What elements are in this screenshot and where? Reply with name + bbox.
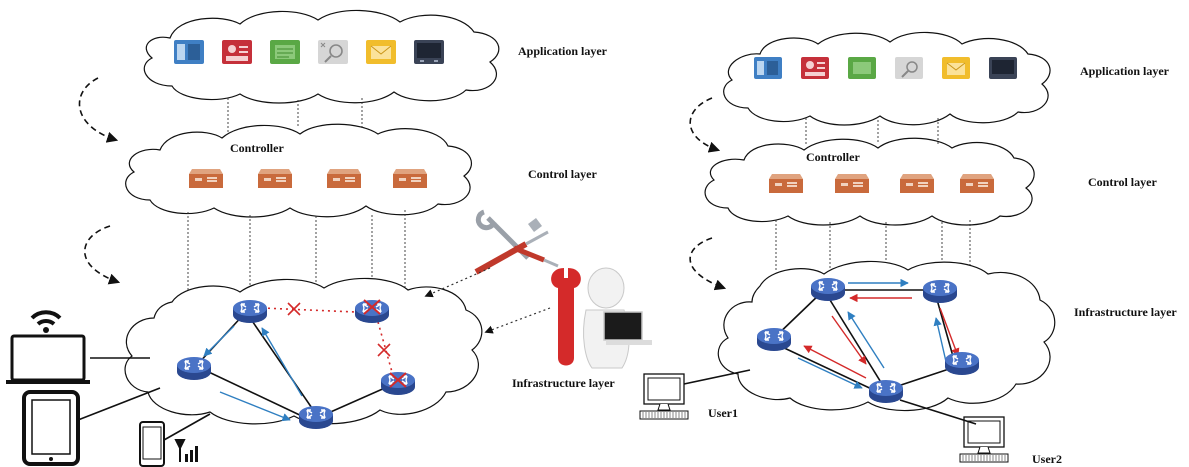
right-curved-arrow-bottom — [689, 237, 727, 291]
left-config-arrow — [484, 307, 551, 334]
router-icon — [868, 379, 904, 404]
app-phone-icon — [174, 40, 204, 64]
server-icon — [960, 174, 994, 193]
server-icon — [189, 169, 223, 188]
app-monitor-icon — [989, 57, 1017, 79]
left-curved-arrow-top — [78, 77, 119, 143]
left-control-layer-label: Control layer — [528, 167, 597, 181]
tablet-icon — [22, 390, 80, 466]
right-app-control-links — [805, 118, 939, 146]
server-icon — [900, 174, 934, 193]
left-failed-links — [261, 302, 393, 373]
user1-label: User1 — [708, 406, 738, 420]
router-icon — [922, 279, 958, 304]
left-curved-arrow-bottom — [84, 225, 121, 285]
left-controller-label: Controller — [230, 141, 284, 155]
left-diagram: Application layer Controller Control lay… — [6, 9, 652, 467]
app-message-icon — [270, 40, 300, 64]
router-icon — [232, 299, 268, 324]
signal-icon — [174, 439, 198, 462]
right-diagram: Application layer Controller Control lay… — [639, 31, 1177, 466]
failed-router-marks — [363, 299, 407, 388]
left-application-layer-label: Application layer — [518, 44, 608, 58]
phone-icon — [139, 421, 165, 467]
left-app-icons — [174, 40, 444, 64]
right-infrastructure-layer-label: Infrastructure layer — [1074, 305, 1177, 319]
app-contacts-icon — [222, 40, 252, 64]
technician-icon — [551, 267, 652, 369]
router-icon — [944, 351, 980, 376]
server-icon — [835, 174, 869, 193]
server-icon — [258, 169, 292, 188]
laptop-icon — [6, 334, 90, 384]
router-icon — [176, 356, 212, 381]
router-icon — [756, 327, 792, 352]
left-config-arrow — [424, 267, 491, 298]
right-control-cloud — [704, 137, 1035, 226]
user1-link — [683, 369, 751, 385]
desktop-computer-icon — [959, 416, 1009, 463]
user2-label: User2 — [1032, 452, 1062, 466]
router-icon — [354, 299, 390, 324]
app-monitor-icon — [414, 40, 444, 64]
right-controller-label: Controller — [806, 150, 860, 164]
server-icon — [327, 169, 361, 188]
left-app-control-links — [227, 98, 363, 133]
right-control-infra-links — [775, 220, 971, 272]
right-flow-arrows — [797, 278, 960, 389]
router-icon — [380, 371, 416, 396]
server-icon — [393, 169, 427, 188]
failure-x-icon — [287, 302, 301, 316]
user2-link — [899, 399, 977, 425]
right-application-cloud — [723, 31, 1051, 126]
right-application-layer-label: Application layer — [1080, 64, 1170, 78]
failure-x-icon — [377, 343, 391, 357]
desktop-computer-icon — [639, 373, 689, 420]
left-control-cloud — [125, 123, 473, 218]
left-flow-arrows — [203, 325, 303, 422]
left-infrastructure-layer-label: Infrastructure layer — [512, 376, 615, 390]
left-device-links — [77, 357, 211, 441]
app-phone-icon — [754, 57, 782, 79]
right-curved-arrow-top — [689, 97, 721, 153]
app-mail-icon — [366, 40, 396, 64]
right-control-layer-label: Control layer — [1088, 175, 1157, 189]
wifi-icon — [30, 310, 62, 333]
server-icon — [769, 174, 803, 193]
left-infrastructure-cloud — [124, 277, 483, 425]
tools-icon — [474, 209, 559, 275]
router-icon — [810, 277, 846, 302]
app-search-icon — [895, 57, 923, 79]
app-mail-icon — [942, 57, 970, 79]
app-search-icon — [318, 40, 348, 64]
right-app-icons — [754, 57, 1017, 79]
app-contacts-icon — [801, 57, 829, 79]
app-message-icon — [848, 57, 876, 79]
router-icon — [298, 405, 334, 430]
